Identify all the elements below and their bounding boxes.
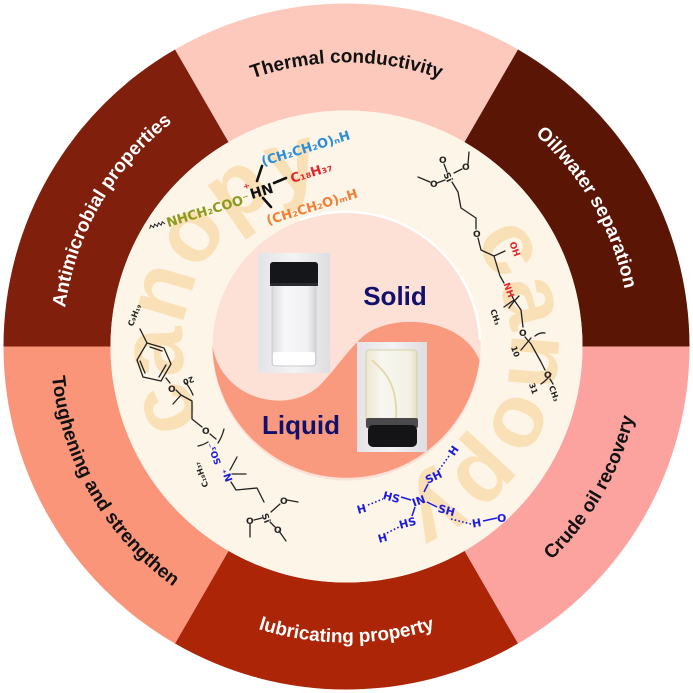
bond-chain	[509, 291, 524, 328]
photo-liquid-vial	[357, 342, 427, 452]
hydroxyl-label: OH	[506, 241, 521, 259]
bond-chain	[230, 481, 265, 503]
bond-chain	[209, 433, 217, 440]
thiol-hs: HS	[398, 515, 418, 532]
bracket	[217, 428, 225, 444]
bond	[411, 506, 416, 517]
bond-chain	[175, 389, 203, 428]
vial-cap	[368, 425, 417, 447]
bond	[423, 483, 429, 493]
repeat-count: 20	[181, 374, 195, 386]
vial-cap-rim	[270, 283, 318, 286]
molecule-thiol-network: H SH IN SH HS H HS H H O	[356, 443, 507, 546]
bond	[278, 530, 287, 542]
bracket	[508, 295, 520, 309]
atom-si: Si	[259, 512, 272, 524]
segment-oil-water-separation	[464, 49, 690, 347]
zwitterion-cation: HN	[248, 181, 275, 203]
bond	[426, 501, 438, 508]
bond	[482, 517, 498, 522]
solid-label: Solid	[363, 281, 427, 311]
hydrogen-bond	[438, 455, 450, 471]
repeat-count-a: 10	[509, 345, 521, 359]
bond	[493, 250, 506, 257]
benzene-inner-bonds	[149, 346, 163, 352]
segment-crude-oil-recovery	[464, 346, 690, 644]
molecule-silane-peg: Si O O O O OH NH CH₃ O 10 O 31 CH₃	[417, 151, 561, 403]
outer-ring	[3, 3, 690, 690]
hydrogen-bond	[367, 498, 384, 506]
atom-o: O	[519, 329, 527, 339]
bond	[549, 378, 554, 385]
bond	[253, 517, 263, 521]
vial-cap	[270, 262, 318, 286]
bond	[272, 176, 288, 185]
solid-liquid-center	[212, 210, 482, 481]
bond	[503, 299, 515, 308]
atom-si: Si	[441, 171, 454, 184]
core-in: IN	[410, 493, 427, 510]
ammonium-label: N⁺	[221, 466, 236, 483]
bond	[400, 496, 412, 501]
bracket	[520, 337, 532, 351]
bond	[443, 163, 448, 173]
bond	[269, 521, 276, 528]
bond	[270, 503, 281, 513]
liquid-label: Liquid	[262, 410, 340, 440]
repeat-count-b: 31	[527, 382, 539, 396]
bond	[286, 499, 299, 503]
zwitterion-plus: ⁺	[242, 180, 254, 197]
atom-o: O	[473, 230, 481, 240]
amine-label: NH	[501, 282, 516, 300]
bracket	[534, 332, 546, 337]
bond	[261, 196, 273, 209]
photo-solid-vial	[258, 253, 330, 373]
atom-h: H	[377, 531, 389, 546]
bond	[255, 164, 264, 183]
bracket	[185, 382, 194, 396]
thiol-hs: HS	[381, 489, 401, 506]
bond-chain	[524, 336, 546, 371]
atom-o: O	[274, 526, 282, 536]
thiol-sh: SH	[436, 502, 456, 519]
bond	[453, 168, 463, 174]
bond	[172, 394, 182, 405]
bond	[229, 456, 238, 471]
bond	[436, 179, 446, 184]
solid-powder	[273, 352, 315, 365]
benzene-inner-bonds	[158, 364, 167, 378]
atom-h: H	[356, 502, 368, 517]
segment-antimicrobial-properties	[3, 49, 229, 347]
atom-o: O	[202, 427, 210, 437]
atom-o: O	[168, 385, 176, 395]
atom-h: H	[471, 516, 482, 530]
segment-toughening-and-strengthen	[3, 346, 229, 644]
atom-o: O	[439, 156, 447, 166]
atom-o: O	[544, 371, 552, 381]
viscous-liquid-trail	[371, 359, 398, 421]
bracket	[540, 373, 552, 385]
benzene-inner-bonds	[139, 360, 146, 374]
bond	[165, 377, 171, 384]
bond	[139, 328, 148, 344]
bond	[467, 151, 470, 165]
benzene-ring	[136, 342, 172, 382]
atom-o: O	[280, 497, 288, 507]
atom-o: O	[497, 512, 506, 525]
atom-o: O	[462, 163, 470, 173]
white-highlight-arc	[299, 210, 482, 341]
bond-chain	[451, 181, 477, 230]
wavy-bond-icon	[149, 220, 166, 229]
molecule-sulfobetaine-silane: C₉H₁₉ O 20 O SO₃⁻ N⁺ C₁₈H₃₇ Si O O O	[126, 302, 299, 542]
segment-thermal-conductivity	[175, 3, 518, 143]
bond	[417, 176, 431, 183]
atom-o: O	[246, 517, 254, 527]
atom-o: O	[430, 180, 438, 190]
segment-lubricating-property	[175, 550, 518, 690]
bracket	[197, 441, 209, 447]
